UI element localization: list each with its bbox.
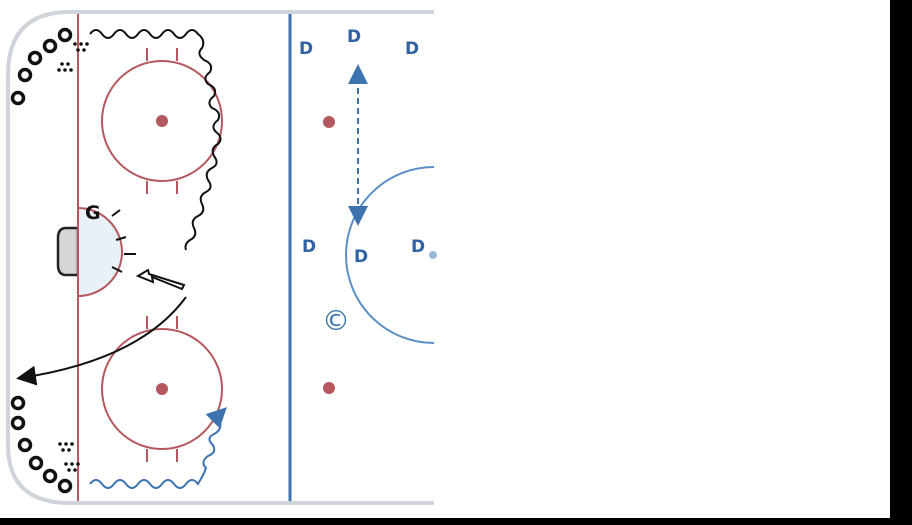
center-circle [345,166,435,344]
pass-arrow-icon [135,268,186,291]
hockey-rink-diagram: G D D D D D D © [6,10,437,505]
faceoff-dot-top [156,115,168,127]
player-circle-icon [17,67,33,83]
defender-top-center: D [347,27,361,47]
goal-crease [77,206,123,298]
player-circle-icon [10,415,26,431]
neutral-dot-top [323,116,335,128]
player-group-bottom [10,395,73,494]
puck-dots-icon [57,42,89,72]
player-circle-icon [57,478,73,494]
defender-mid-left: D [302,237,316,257]
center-dot [429,251,437,259]
player-circle-icon [17,437,33,453]
rink-boards [6,10,434,505]
skater-path-top [89,29,222,251]
player-circle-icon [42,38,58,54]
defender-mid-center: D [354,247,368,267]
player-circle-icon [10,90,26,106]
player-circle-icon [28,455,44,471]
goalie-stance-icon [111,209,136,273]
coach-marker: © [322,304,350,337]
goalie-label: G [85,202,101,224]
skater-exit-path [16,296,187,386]
defender-top-left: D [299,39,313,59]
faceoff-dot-bottom [156,383,168,395]
skater-path-bottom [89,407,227,489]
defender-mid-right: D [411,237,425,257]
drill-diagram-canvas: G D D D D D D © [0,0,890,518]
player-circle-icon [42,468,58,484]
faceoff-circle-bottom [101,316,223,462]
neutral-dot-bottom [323,382,335,394]
faceoff-circle-top [101,48,223,194]
goal-net [56,226,80,277]
player-circle-icon [27,50,43,66]
player-group-top [10,27,73,106]
puck-dots-icon [58,442,80,472]
defender-top-right: D [405,39,419,59]
player-circle-icon [10,395,26,411]
player-circle-icon [57,27,73,43]
